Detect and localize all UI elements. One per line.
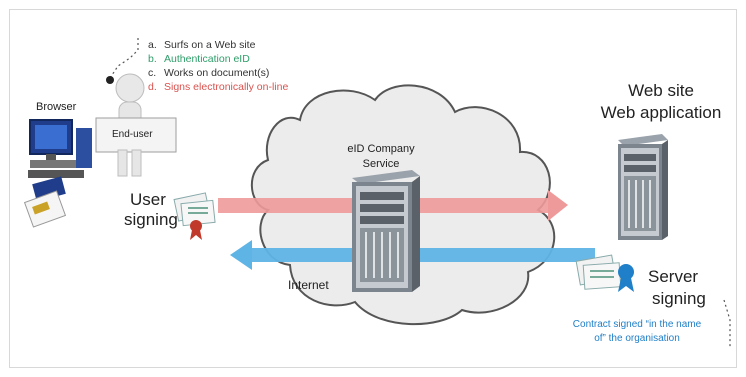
arrow-to-user	[230, 240, 595, 270]
certificate-icon	[173, 192, 216, 227]
step-marker: d.	[148, 81, 157, 93]
step-marker: b.	[148, 53, 157, 65]
step-text: Signs electronically on-line	[164, 81, 289, 93]
step-marker: c.	[148, 67, 157, 79]
server-signing-line2: signing	[652, 289, 706, 308]
contract-callout-line	[723, 299, 731, 348]
server-icon	[618, 134, 668, 240]
stick-figure-icon	[95, 73, 177, 177]
website-label: Web site Web application	[586, 80, 736, 124]
card-reader-icon	[23, 176, 67, 228]
diagram-frame	[9, 9, 737, 368]
steps-list: a. Surfs on a Web site b. Authentication eI…	[148, 38, 288, 94]
user-signing-label: User signing	[124, 190, 178, 230]
cloud-service-line2: Service	[362, 158, 400, 170]
step-text: Works on document(s)	[164, 67, 270, 79]
step-item: d. Signs electronically on-line	[148, 80, 288, 94]
step-item: b. Authentication eID	[148, 52, 288, 66]
website-line1: Web site	[628, 81, 694, 100]
step-item: a. Surfs on a Web site	[148, 38, 288, 52]
user-signing-line2: signing	[124, 210, 178, 229]
server-signing-label: Server signing	[648, 266, 706, 310]
seal-icon	[190, 220, 202, 240]
contract-note: Contract signed “in the name of” the org…	[548, 318, 726, 346]
browser-label: Browser	[36, 101, 77, 113]
cloud-service-line1: eID Company	[347, 143, 415, 155]
steps-callout-line	[106, 38, 139, 84]
end-user-label: End-user	[112, 129, 153, 140]
server-icon	[352, 170, 420, 292]
step-text: Surfs on a Web site	[164, 39, 256, 51]
step-text: Authentication eID	[164, 53, 250, 65]
computer-icon	[28, 119, 92, 178]
user-signing-line1: User	[130, 190, 166, 209]
cloud-service-label: eID Company Service	[338, 142, 424, 172]
server-signing-line1: Server	[648, 267, 699, 286]
website-line2: Web application	[600, 103, 722, 122]
step-item: c. Works on document(s)	[148, 66, 288, 80]
certificate-icon	[575, 254, 622, 290]
contract-note-line2: of” the organisation	[594, 333, 680, 344]
internet-label: Internet	[288, 278, 329, 292]
seal-icon	[618, 264, 634, 292]
contract-note-line1: Contract signed “in the name	[572, 319, 702, 330]
step-marker: a.	[148, 39, 157, 51]
